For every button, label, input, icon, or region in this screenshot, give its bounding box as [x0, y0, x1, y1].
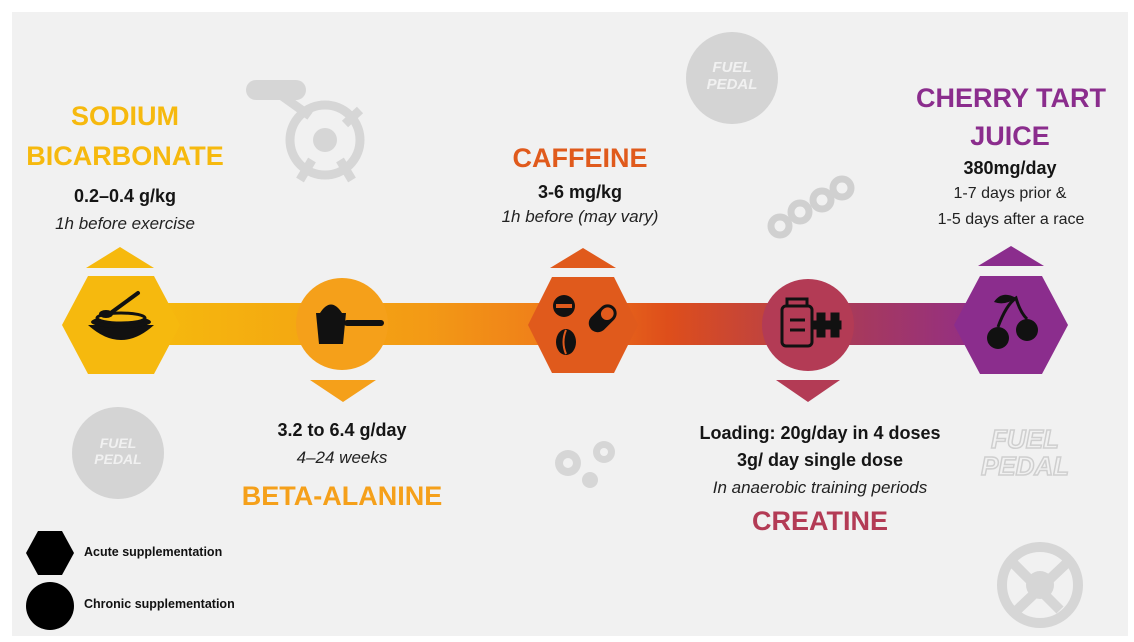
sodium-bicarbonate-dose: 0.2–0.4 g/kg — [73, 186, 177, 206]
legend-acute-label: Acute supplementation — [84, 545, 223, 559]
svg-text:PEDAL: PEDAL — [94, 451, 141, 467]
pills-and-bean-icon — [553, 295, 617, 355]
crankset-icon — [246, 80, 365, 183]
cherries-icon — [987, 294, 1038, 349]
svg-text:PEDAL: PEDAL — [981, 451, 1069, 481]
svg-text:FUEL: FUEL — [100, 435, 137, 451]
gears-icon — [555, 441, 615, 488]
sodium-bicarbonate-timing: 1h before exercise — [55, 214, 195, 233]
beta-alanine-dose: 3.2 to 6.4 g/day — [277, 420, 407, 440]
node-creatine — [762, 279, 854, 402]
creatine-context: In anaerobic training periods — [712, 478, 928, 497]
sodium-bicarbonate-title-line1: SODIUM — [71, 101, 179, 131]
fuel-the-pedal-logo-icon: FUEL PEDAL — [686, 32, 778, 124]
creatine-loading: Loading: 20g/day in 4 doses — [699, 423, 941, 443]
pointer-down-triangle — [310, 380, 376, 402]
caffeine-dose: 3-6 mg/kg — [537, 182, 623, 202]
bowl-icon — [88, 291, 154, 340]
cherry-tart-juice-dose: 380mg/day — [963, 158, 1057, 178]
node-sodium-bicarbonate — [62, 247, 180, 374]
fuel-the-pedal-logo-icon: FUEL PEDAL — [72, 407, 164, 499]
caffeine-title: CAFFEINE — [512, 143, 648, 173]
legend-acute-hexagon-icon — [26, 531, 74, 575]
pointer-up-triangle — [978, 246, 1044, 266]
node-cherry-tart-juice — [954, 246, 1068, 374]
beta-alanine-duration: 4–24 weeks — [296, 448, 388, 467]
crankset-icon — [997, 542, 1083, 628]
caffeine-timing: 1h before (may vary) — [501, 207, 659, 226]
legend-chronic-circle-icon — [26, 582, 74, 630]
chain-icon — [767, 175, 855, 239]
node-beta-alanine — [296, 278, 388, 402]
fuel-the-pedal-logo-icon: FUEL PEDAL — [980, 423, 1070, 482]
pointer-up-triangle — [550, 248, 616, 268]
sodium-bicarbonate-title-line2: BICARBONATE — [26, 141, 224, 171]
cherry-tart-juice-timing-line2: 1-5 days after a race — [937, 211, 1085, 228]
legend-chronic-label: Chronic supplementation — [84, 597, 235, 611]
svg-text:PEDAL: PEDAL — [707, 76, 758, 93]
powder-scoop-icon — [316, 304, 384, 344]
pointer-up-triangle — [86, 247, 154, 268]
pointer-down-triangle — [776, 380, 840, 402]
cherry-tart-juice-title-line2: JUICE — [970, 121, 1050, 151]
creatine-title: CREATINE — [751, 506, 888, 536]
node-caffeine — [528, 248, 638, 373]
legend-shapes — [26, 531, 74, 630]
chronic-circle — [762, 279, 854, 371]
beta-alanine-title: BETA-ALANINE — [241, 481, 443, 511]
creatine-maintenance: 3g/ day single dose — [736, 450, 904, 470]
acute-hexagon — [528, 277, 638, 373]
svg-text:FUEL: FUEL — [991, 424, 1059, 454]
acute-hexagon — [954, 276, 1068, 374]
cherry-tart-juice-title-line1: CHERRY TART — [915, 83, 1106, 113]
cherry-tart-juice-timing-line1: 1-7 days prior & — [953, 185, 1067, 202]
svg-text:FUEL: FUEL — [712, 59, 751, 76]
supplement-jar-dumbbell-icon — [780, 297, 842, 348]
